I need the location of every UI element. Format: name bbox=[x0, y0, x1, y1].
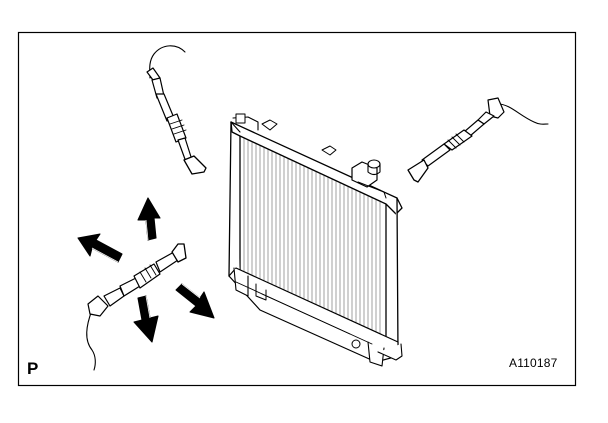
corner-label: P bbox=[27, 359, 39, 378]
radiator-fins bbox=[243, 135, 381, 341]
direction-arrow-icon bbox=[137, 197, 161, 241]
vacuum-cleaner-nozzle-icon bbox=[407, 97, 549, 183]
direction-arrow-icon bbox=[133, 295, 159, 343]
direction-arrow-icon bbox=[77, 233, 123, 263]
direction-arrow-icon bbox=[175, 283, 215, 319]
radiator-assembly-icon bbox=[228, 113, 403, 367]
vacuum-cleaner-nozzle-icon bbox=[86, 243, 187, 371]
vacuum-cleaner-nozzle-icon bbox=[146, 45, 207, 175]
diagram-frame bbox=[17, 31, 577, 387]
figure-code: A110187 bbox=[509, 356, 558, 370]
